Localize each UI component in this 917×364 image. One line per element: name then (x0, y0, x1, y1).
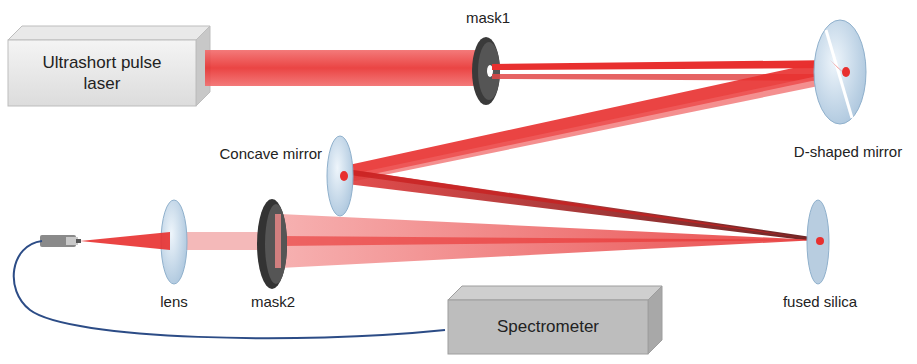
laser-box: Ultrashort pulse laser (8, 40, 196, 106)
box-label: Spectrometer (497, 316, 599, 337)
spectrometer-box: Spectrometer (448, 300, 648, 354)
part-label: lens (160, 294, 188, 311)
box-label: Ultrashort pulse laser (27, 52, 177, 95)
part-label: mask1 (466, 10, 510, 27)
part-label: D-shaped mirror (794, 144, 902, 161)
part-label: mask2 (251, 294, 295, 311)
part-label: fused silica (783, 294, 857, 311)
part-label: Concave mirror (219, 146, 322, 163)
